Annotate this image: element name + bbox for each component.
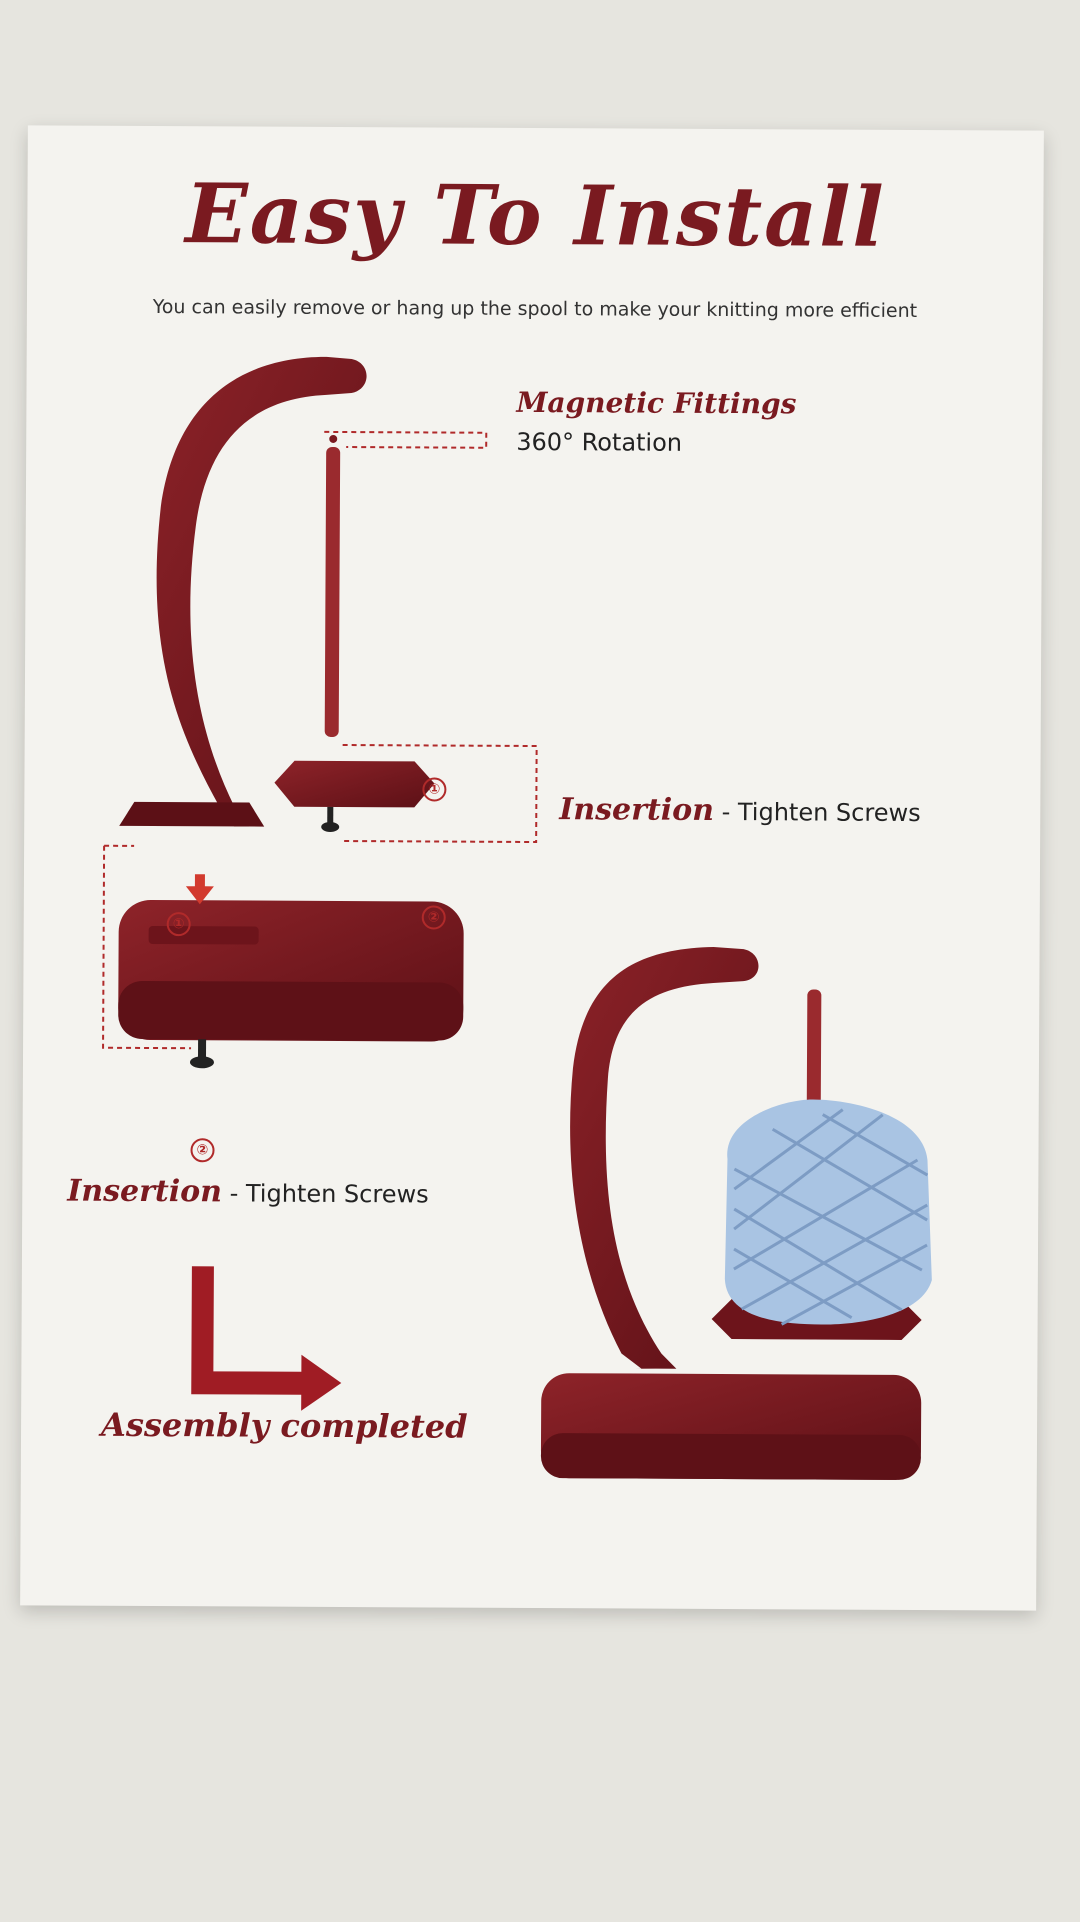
hook-foot (119, 801, 265, 827)
base-screw (197, 1039, 207, 1060)
insertion-right-emphasis: Insertion (559, 792, 715, 828)
step-number: ② (190, 1138, 215, 1163)
insertion-left-rest: - Tighten Screws (229, 1179, 429, 1209)
magnetic-connector (324, 430, 488, 449)
insertion-left-label: Insertion - Tighten Screws (67, 1174, 429, 1211)
hex-plate (274, 760, 435, 808)
insertion-left-emphasis: Insertion (67, 1173, 223, 1210)
arrow-down-icon (185, 874, 214, 905)
spindle-rod (324, 446, 341, 737)
base-connector (102, 844, 192, 1050)
magnetic-title: Magnetic Fittings (516, 385, 797, 421)
magnet-dot (329, 434, 338, 443)
assembly-completed-label: Assembly completed (100, 1405, 468, 1446)
step-number: ① (166, 912, 191, 937)
l-arrow-icon (191, 1266, 342, 1411)
hook-arm (134, 356, 367, 827)
assembled-stand (539, 946, 932, 1480)
insertion-right-label: Insertion - Tighten Screws (559, 792, 921, 829)
insertion-right-rest: - Tighten Screws (721, 797, 921, 828)
instruction-card: Easy To Install You can easily remove or… (20, 125, 1044, 1611)
plate-screw (327, 806, 334, 825)
assembly-illustration (102, 356, 932, 1480)
hex-connector (342, 744, 538, 844)
step-number: ② (421, 905, 446, 930)
magnetic-subtitle: 360° Rotation (516, 427, 683, 457)
step-number: ① (422, 777, 447, 802)
